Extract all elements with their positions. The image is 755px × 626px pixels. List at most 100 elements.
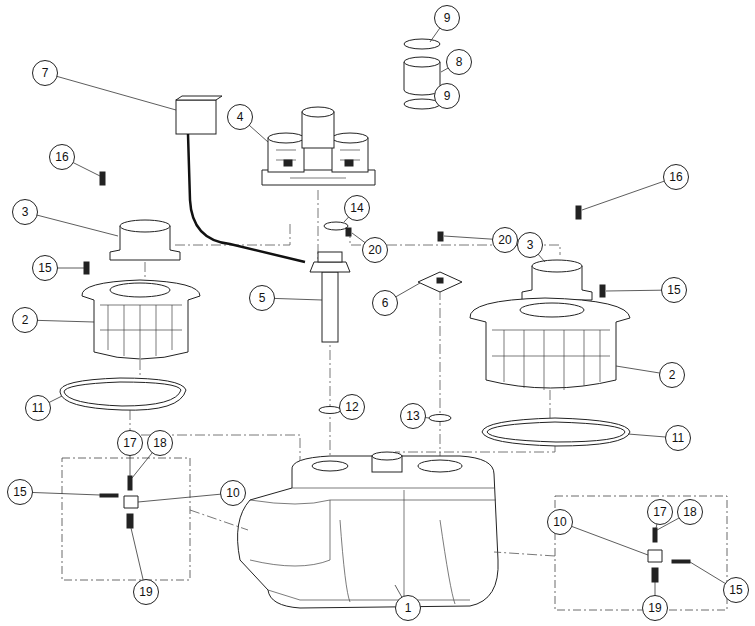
assembly-axis bbox=[130, 410, 300, 462]
callout-number: 1 bbox=[405, 602, 412, 614]
cap bbox=[532, 260, 582, 272]
detail-box bbox=[128, 476, 132, 490]
leader-line bbox=[138, 493, 233, 502]
assembly-axis bbox=[440, 290, 441, 462]
sleeve bbox=[404, 57, 440, 67]
tank-base bbox=[418, 460, 462, 472]
valve-body bbox=[82, 280, 200, 359]
detail-box bbox=[652, 568, 658, 582]
leader-line bbox=[20, 18, 736, 608]
callout-number: 6 bbox=[382, 297, 389, 309]
valve-body bbox=[100, 305, 182, 358]
callout-number: 18 bbox=[153, 437, 166, 449]
callout-number: 20 bbox=[498, 234, 511, 246]
tank-base bbox=[250, 500, 330, 566]
callout-number: 15 bbox=[729, 584, 742, 596]
top-assembly bbox=[345, 160, 353, 166]
callout-number: 15 bbox=[13, 486, 26, 498]
detail-box bbox=[190, 510, 248, 530]
callout-circle: 18 bbox=[677, 499, 703, 525]
callout-number: 7 bbox=[42, 67, 49, 79]
callout-number: 9 bbox=[444, 12, 451, 24]
detail-box bbox=[124, 496, 138, 508]
detail-box bbox=[127, 514, 133, 528]
top-assembly bbox=[262, 107, 375, 185]
callout-circle: 2 bbox=[12, 307, 38, 333]
plate bbox=[418, 272, 462, 292]
callout-number: 20 bbox=[368, 244, 381, 256]
tank-base bbox=[238, 452, 499, 608]
callout-number: 19 bbox=[648, 602, 661, 614]
callout-circle: 9 bbox=[434, 5, 460, 31]
callout-circle: 12 bbox=[339, 394, 365, 420]
leader-line bbox=[560, 522, 648, 555]
callout-circle: 10 bbox=[220, 480, 246, 506]
callout-number: 8 bbox=[456, 56, 463, 68]
gasket bbox=[60, 378, 630, 446]
control-box bbox=[176, 100, 216, 134]
callout-number: 10 bbox=[553, 516, 566, 528]
small-parts bbox=[576, 206, 581, 219]
o-ring bbox=[429, 415, 451, 422]
gasket bbox=[482, 418, 630, 446]
callout-number: 11 bbox=[672, 432, 684, 444]
callout-circle: 15 bbox=[32, 255, 58, 281]
callout-circle: 2 bbox=[659, 362, 685, 388]
gasket bbox=[64, 382, 181, 406]
valve-body bbox=[82, 280, 630, 390]
callout-circle: 11 bbox=[25, 395, 51, 421]
callout-number: 17 bbox=[653, 506, 666, 518]
assembly-axis bbox=[140, 360, 141, 375]
callout-circle: 6 bbox=[372, 290, 398, 316]
small-parts bbox=[100, 172, 105, 185]
callout-circle: 4 bbox=[227, 104, 253, 130]
callout-circle: 1 bbox=[395, 595, 421, 621]
callout-number: 17 bbox=[123, 437, 136, 449]
gasket bbox=[60, 378, 186, 410]
callout-circle: 16 bbox=[663, 164, 689, 190]
small-parts bbox=[324, 222, 348, 230]
detail-box bbox=[62, 458, 190, 580]
small-parts bbox=[84, 262, 89, 274]
callout-circle: 18 bbox=[147, 430, 173, 456]
dip-tube bbox=[310, 262, 350, 272]
detail-box bbox=[672, 560, 690, 563]
callout-number: 2 bbox=[22, 314, 29, 326]
callout-circle: 13 bbox=[400, 403, 426, 429]
callout-circle: 8 bbox=[446, 49, 472, 75]
detail-box bbox=[494, 552, 555, 556]
callout-number: 19 bbox=[139, 586, 152, 598]
callout-circle: 3 bbox=[517, 232, 543, 258]
callout-number: 16 bbox=[55, 151, 68, 163]
small-parts bbox=[600, 285, 605, 297]
dip-tube bbox=[310, 252, 350, 342]
callout-number: 15 bbox=[38, 262, 51, 274]
leader-line bbox=[582, 177, 676, 210]
top-assembly bbox=[284, 160, 292, 166]
control-box bbox=[188, 134, 305, 262]
callout-number: 5 bbox=[259, 292, 266, 304]
callout-circle: 17 bbox=[117, 430, 143, 456]
callout-number: 13 bbox=[406, 410, 419, 422]
assembly-axis bbox=[318, 190, 319, 262]
callout-number: 3 bbox=[22, 206, 29, 218]
detail-box bbox=[555, 496, 727, 610]
control-box bbox=[176, 96, 305, 262]
plate bbox=[437, 278, 443, 283]
callout-number: 18 bbox=[683, 506, 696, 518]
callout-number: 11 bbox=[32, 402, 44, 414]
callout-number: 14 bbox=[350, 202, 363, 214]
callout-circle: 14 bbox=[344, 195, 370, 221]
valve-body bbox=[470, 298, 630, 388]
detail-box bbox=[100, 494, 118, 497]
callout-circle: 7 bbox=[32, 60, 58, 86]
tank-base bbox=[312, 461, 348, 471]
detail-box bbox=[648, 550, 662, 562]
top-assembly bbox=[302, 107, 334, 117]
callout-circle: 20 bbox=[492, 227, 518, 253]
callout-circle: 3 bbox=[12, 199, 38, 225]
tank-base bbox=[238, 456, 499, 608]
small-parts bbox=[438, 232, 443, 241]
callout-circle: 20 bbox=[362, 237, 388, 263]
callout-circle: 17 bbox=[647, 499, 673, 525]
